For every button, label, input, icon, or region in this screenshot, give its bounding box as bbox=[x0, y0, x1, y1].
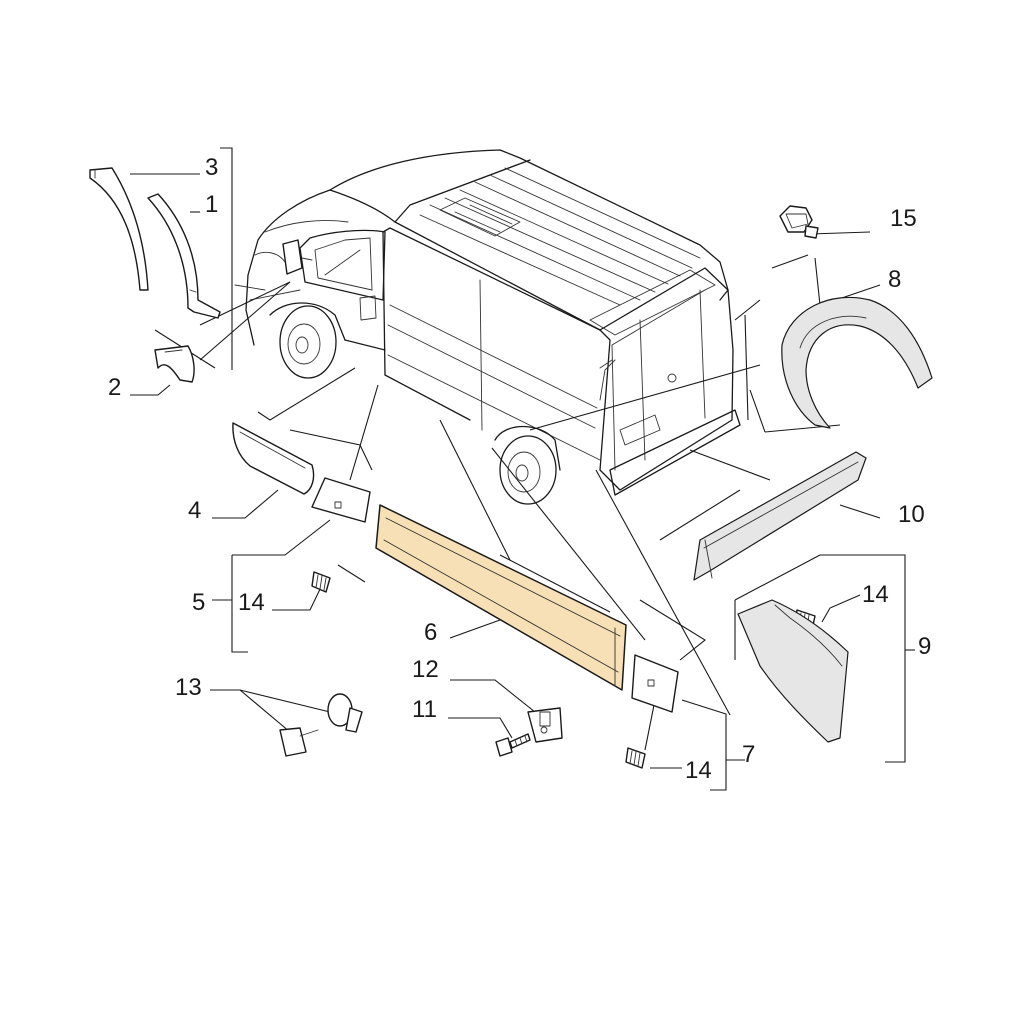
part-1-arch-bracket bbox=[147, 193, 221, 319]
callout-8: 8 bbox=[888, 266, 901, 293]
callout-13: 13 bbox=[175, 674, 202, 701]
part-9-corner-molding bbox=[737, 599, 849, 743]
callout-12: 12 bbox=[412, 656, 439, 683]
callout-14-right: 14 bbox=[862, 581, 889, 608]
callout-5: 5 bbox=[192, 589, 205, 616]
callout-10: 10 bbox=[898, 501, 925, 528]
part-12-nut-clip bbox=[527, 707, 563, 743]
callout-2: 2 bbox=[108, 374, 121, 401]
part-7-rear-plate bbox=[631, 654, 679, 713]
callout-15: 15 bbox=[890, 205, 917, 232]
part-2-corner-piece bbox=[154, 345, 195, 383]
callout-11: 11 bbox=[412, 696, 437, 723]
part-11-screw bbox=[495, 733, 531, 757]
callout-7: 7 bbox=[742, 741, 755, 768]
callout-3: 3 bbox=[205, 154, 218, 181]
callout-labels: 1 2 3 4 5 6 7 8 9 10 11 12 13 14 14 14 1… bbox=[108, 154, 931, 784]
part-14-clip-bottom bbox=[625, 747, 646, 769]
callout-14-bottom: 14 bbox=[685, 757, 712, 784]
leader-lines bbox=[130, 147, 915, 791]
callout-6: 6 bbox=[424, 619, 437, 646]
part-13-push-rivet bbox=[279, 693, 363, 757]
van-illustration bbox=[234, 149, 741, 505]
callout-4: 4 bbox=[188, 497, 201, 524]
part-14-clip-left bbox=[311, 571, 331, 593]
part-3-arch-trim bbox=[89, 167, 149, 291]
part-6-side-molding bbox=[375, 504, 627, 691]
callout-9: 9 bbox=[918, 633, 931, 660]
part-15-bolt bbox=[779, 205, 819, 239]
callout-1: 1 bbox=[205, 191, 218, 218]
part-5-plate bbox=[311, 477, 371, 523]
callout-14-left: 14 bbox=[238, 589, 265, 616]
part-4-door-molding bbox=[232, 422, 315, 495]
part-8-rear-arch bbox=[781, 296, 933, 429]
part-10-sill-molding bbox=[693, 451, 867, 581]
